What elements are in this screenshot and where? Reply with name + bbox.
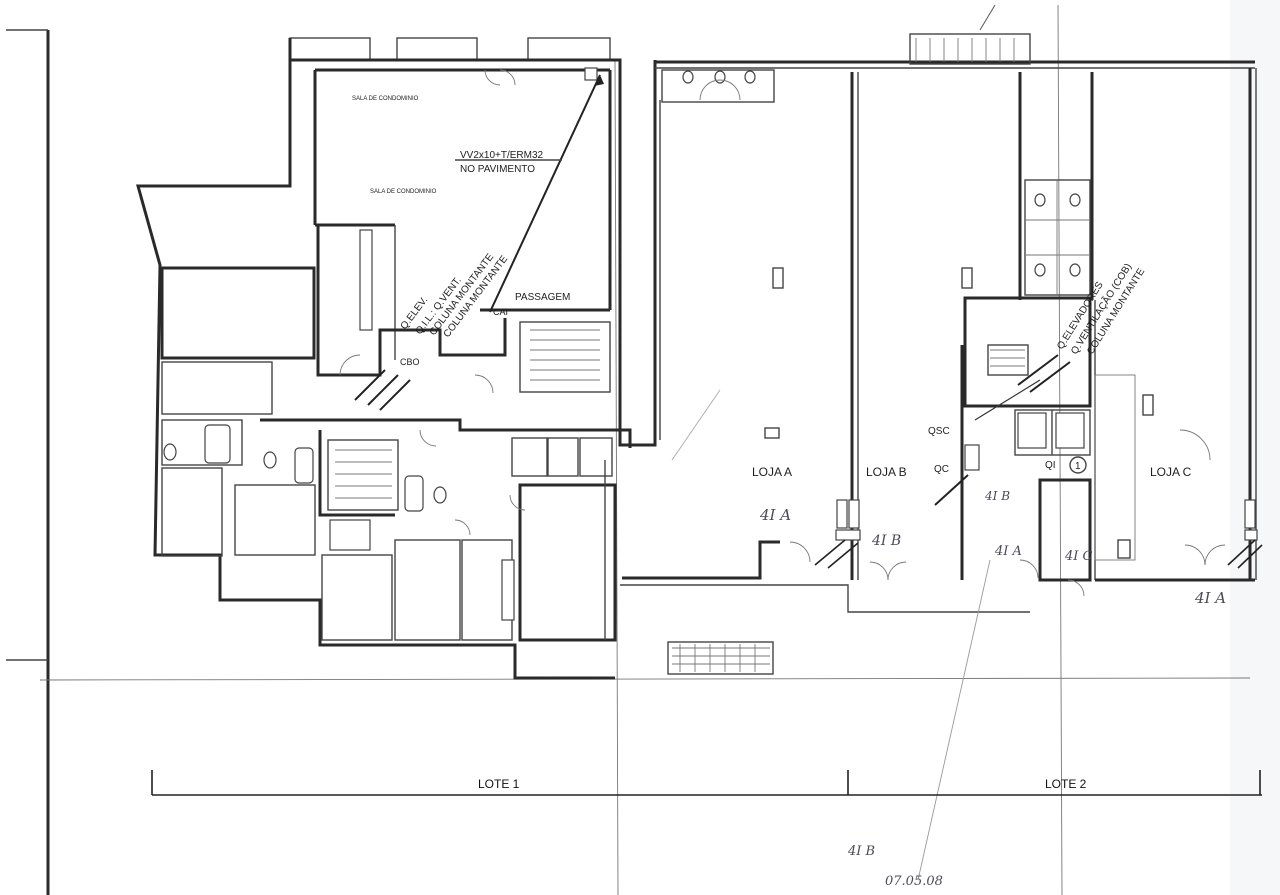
riser-leader-lines	[354, 4, 1263, 881]
room-label-sala-condominio-1: SALA DE CONDOMINIO	[352, 96, 419, 102]
lote1-label: LOTE 1	[478, 777, 520, 791]
handwritten-date: 07.05.08	[885, 874, 943, 889]
tag-qc: QC	[934, 464, 949, 475]
stair-treads-lote2	[915, 38, 1025, 367]
handwritten-note-1: 4I A	[759, 506, 791, 524]
bathroom-fixtures-lote2	[682, 70, 1085, 449]
handwritten-note-6: 4I A	[1194, 589, 1226, 607]
handwritten-note-7: 4I B	[847, 844, 875, 859]
tag-cbo: CBO	[400, 357, 420, 367]
page-edge-lines	[6, 29, 50, 895]
doors-lote1	[339, 69, 526, 536]
stair-treads-lote1	[335, 329, 770, 672]
circle-marker	[1069, 456, 1087, 474]
room-label-passagem: PASSAGEM	[515, 292, 570, 303]
lote2-walls	[620, 33, 1257, 613]
scan-fold-lines	[39, 4, 1251, 895]
room-label-loja-a: LOJA A	[752, 465, 792, 479]
lot-dimension-line	[151, 770, 1262, 796]
handwritten-note-5: 4I C	[1064, 549, 1093, 564]
riser-note-line1: VV2x10+T/ERM32	[460, 150, 544, 161]
doors-lote2	[699, 79, 1226, 597]
room-label-sala-condominio-2: SALA DE CONDOMINIO	[370, 189, 437, 195]
tag-cai: CAI	[493, 307, 508, 317]
shop-meter-panels	[835, 444, 1258, 541]
tag-qsc: QSC	[928, 426, 950, 437]
circle-marker-number: 1	[1075, 461, 1081, 472]
room-label-loja-c: LOJA C	[1150, 465, 1192, 479]
room-label-loja-b: LOJA B	[866, 465, 907, 479]
handwritten-note-4: 4I A	[994, 544, 1022, 559]
handwritten-note-3: 4I B	[984, 489, 1010, 503]
riser-note-line2: NO PAVIMENTO	[460, 164, 535, 175]
lote2-label: LOTE 2	[1045, 777, 1087, 791]
tag-qi: QI	[1045, 460, 1056, 471]
lote1-walls	[136, 37, 774, 680]
bathroom-fixtures-lote1	[163, 67, 598, 621]
handwritten-note-2: 4I B	[871, 533, 901, 549]
